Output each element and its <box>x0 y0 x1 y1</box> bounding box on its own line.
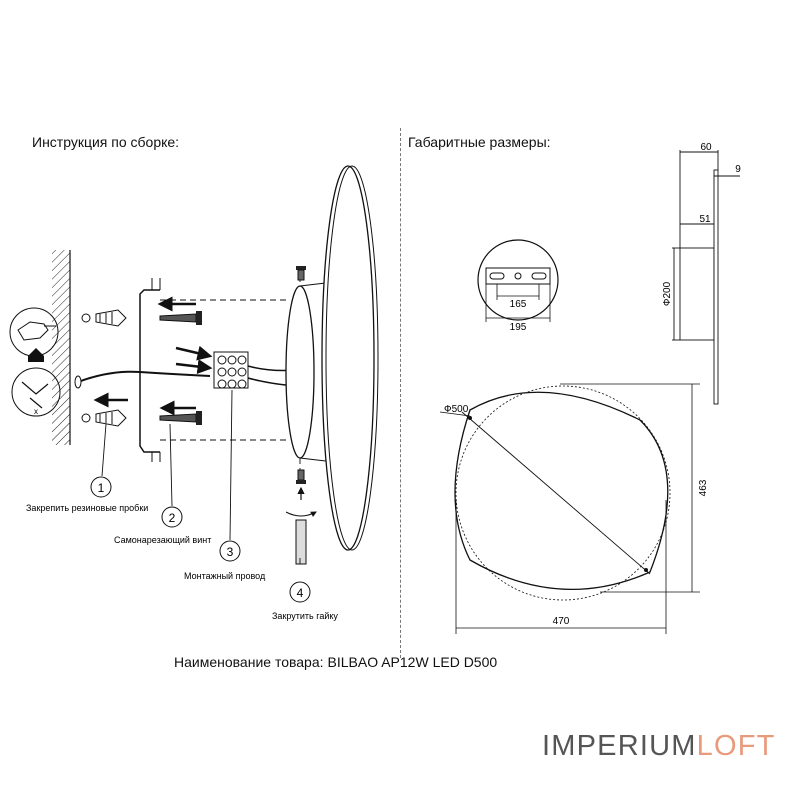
brand-logo: IMPERIUMLOFT <box>542 730 776 763</box>
width-dim: 470 <box>553 616 570 627</box>
step-1-label: Закрепить резиновые пробки <box>26 503 148 513</box>
wall <box>52 250 71 445</box>
wall-plug-bottom <box>81 409 127 427</box>
height-dim: 463 <box>698 479 709 496</box>
svg-text:2: 2 <box>169 511 176 525</box>
callout-1: 1 <box>90 476 112 498</box>
side-view <box>672 150 740 405</box>
product-name: BILBAO AP12W LED D500 <box>327 654 498 670</box>
brand-part2: LOFT <box>696 730 776 762</box>
width-dimension <box>455 500 667 634</box>
hole-spacing-dim: 165 <box>510 299 527 310</box>
svg-text:4: 4 <box>297 586 304 600</box>
depth-total-dim: 60 <box>700 142 712 153</box>
screw-top <box>159 311 202 325</box>
svg-text:3: 3 <box>227 545 234 559</box>
cut-wire-icon: x <box>11 367 61 417</box>
base-diameter-dim: Ф200 <box>662 281 673 306</box>
product-label: Наименование товара: <box>174 654 324 670</box>
callout-2: 2 <box>161 506 183 528</box>
callout-3: 3 <box>219 540 241 562</box>
brand-part1: IMPERIUM <box>542 730 697 762</box>
product-line: Наименование товара:BILBAO AP12W LED D50… <box>174 654 501 670</box>
supply-wire <box>74 370 211 389</box>
screw-bottom <box>159 411 202 425</box>
disc-diameter-dim: Ф500 <box>444 404 469 415</box>
section-divider <box>400 128 401 658</box>
lamp-disc <box>321 165 379 551</box>
assembly-heading: Инструкция по сборке: <box>32 134 180 150</box>
wall-plug-top <box>81 309 127 327</box>
terminal-block <box>213 351 297 389</box>
arrow-wires <box>175 345 213 374</box>
dimensions-heading: Габаритные размеры: <box>408 134 551 150</box>
step-2-label: Самонарезающий винт <box>114 535 211 545</box>
set-screw-top <box>296 266 306 281</box>
plate-width-dim: 195 <box>510 322 527 333</box>
back-plate-view <box>477 239 559 322</box>
drill-wall-icon <box>9 307 59 357</box>
base-depth-dim: 51 <box>699 214 711 225</box>
step-4-label: Закрутить гайку <box>272 611 338 621</box>
mounting-bracket <box>139 278 161 462</box>
svg-text:1: 1 <box>98 481 105 495</box>
disc-thickness-dim: 9 <box>735 164 741 175</box>
callout-4: 4 <box>289 581 311 603</box>
set-screw-bottom <box>285 469 317 565</box>
step-3-label: Монтажный провод <box>184 571 266 581</box>
house-icon <box>28 348 44 362</box>
front-view <box>439 385 671 601</box>
svg-text:x: x <box>34 407 38 416</box>
height-dimension <box>560 383 700 593</box>
callout-leaders <box>101 389 301 564</box>
